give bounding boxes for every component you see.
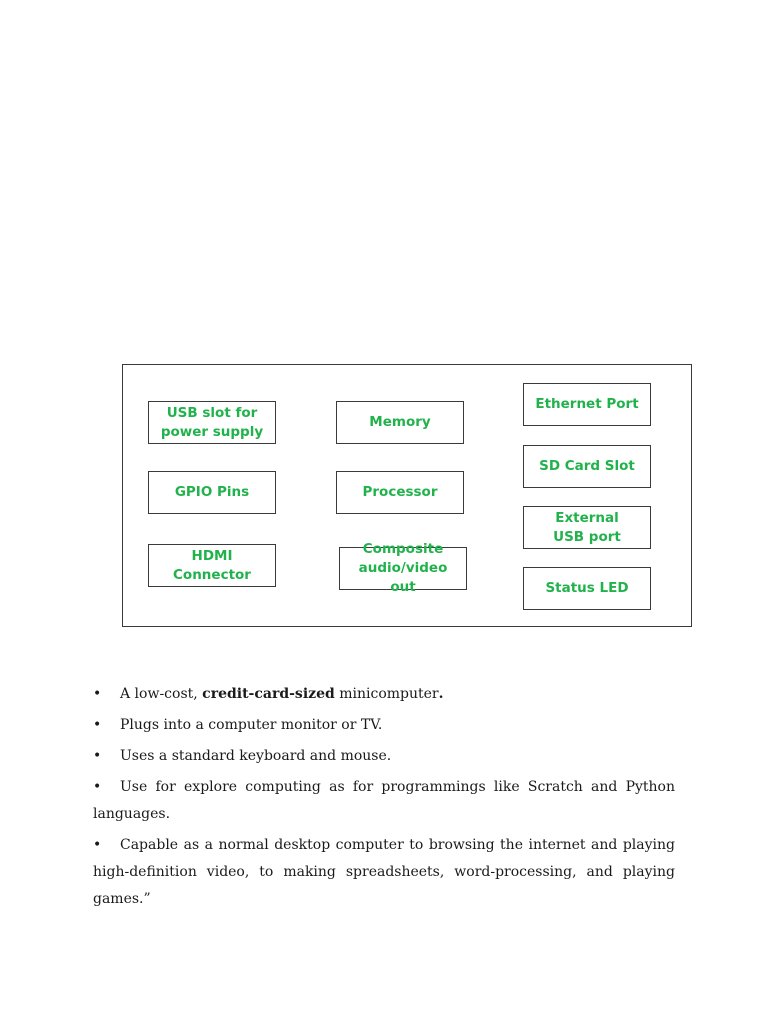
block-label: SD Card Slot — [539, 458, 635, 474]
block-label: GPIO Pins — [174, 484, 250, 500]
block-label: External USB port — [553, 509, 621, 545]
block-label: Processor — [362, 484, 438, 500]
block-label: HDMI Connector — [173, 547, 251, 583]
list-item: •Capable as a normal desktop computer to… — [93, 832, 675, 913]
bullet-text: Uses a standard keyboard and mouse. — [120, 748, 392, 764]
bold-text: credit-card-sized — [202, 686, 335, 702]
bullet-icon: • — [93, 748, 102, 764]
block-memory: Memory — [336, 401, 464, 444]
block-composite-av-out: Composite audio/video out — [339, 541, 467, 595]
block-label: Ethernet Port — [535, 396, 639, 412]
list-item: • A low-cost, credit-card-sized minicompu… — [93, 681, 675, 708]
block-label: Status LED — [545, 580, 629, 596]
block-label: Memory — [369, 414, 431, 430]
bold-text: . — [438, 686, 444, 702]
list-item: •Use for explore computing as for progra… — [93, 774, 675, 828]
bullet-icon: • — [93, 686, 102, 702]
block-sd-card-slot: SD Card Slot — [523, 445, 651, 488]
block-hdmi-connector: HDMI Connector — [148, 544, 276, 587]
bullet-icon: • — [93, 779, 102, 795]
bullet-icon: • — [93, 717, 102, 733]
block-usb-power-supply: USB slot for power supply — [148, 401, 276, 444]
bullet-text: Use for explore computing as for program… — [93, 779, 675, 822]
bullet-icon: • — [93, 837, 102, 853]
block-external-usb-port: External USB port — [523, 506, 651, 549]
block-label: USB slot for power supply — [160, 404, 264, 440]
text-segment: A low-cost, — [120, 686, 203, 702]
bullet-text: Plugs into a computer monitor or TV. — [120, 717, 383, 733]
text-segment: minicomputer — [334, 686, 439, 702]
list-item: • Plugs into a computer monitor or TV. — [93, 712, 675, 739]
block-label: Composite audio/video out — [358, 541, 448, 595]
bullet-text: A low-cost, credit-card-sized minicomput… — [120, 686, 444, 702]
bullet-text: Capable as a normal desktop computer to … — [93, 837, 675, 907]
block-status-led: Status LED — [523, 567, 651, 610]
bullet-list: • A low-cost, credit-card-sized minicompu… — [93, 681, 675, 917]
block-gpio-pins: GPIO Pins — [148, 471, 276, 514]
block-ethernet-port: Ethernet Port — [523, 383, 651, 426]
block-diagram — [122, 364, 692, 627]
list-item: • Uses a standard keyboard and mouse. — [93, 743, 675, 770]
block-processor: Processor — [336, 471, 464, 514]
